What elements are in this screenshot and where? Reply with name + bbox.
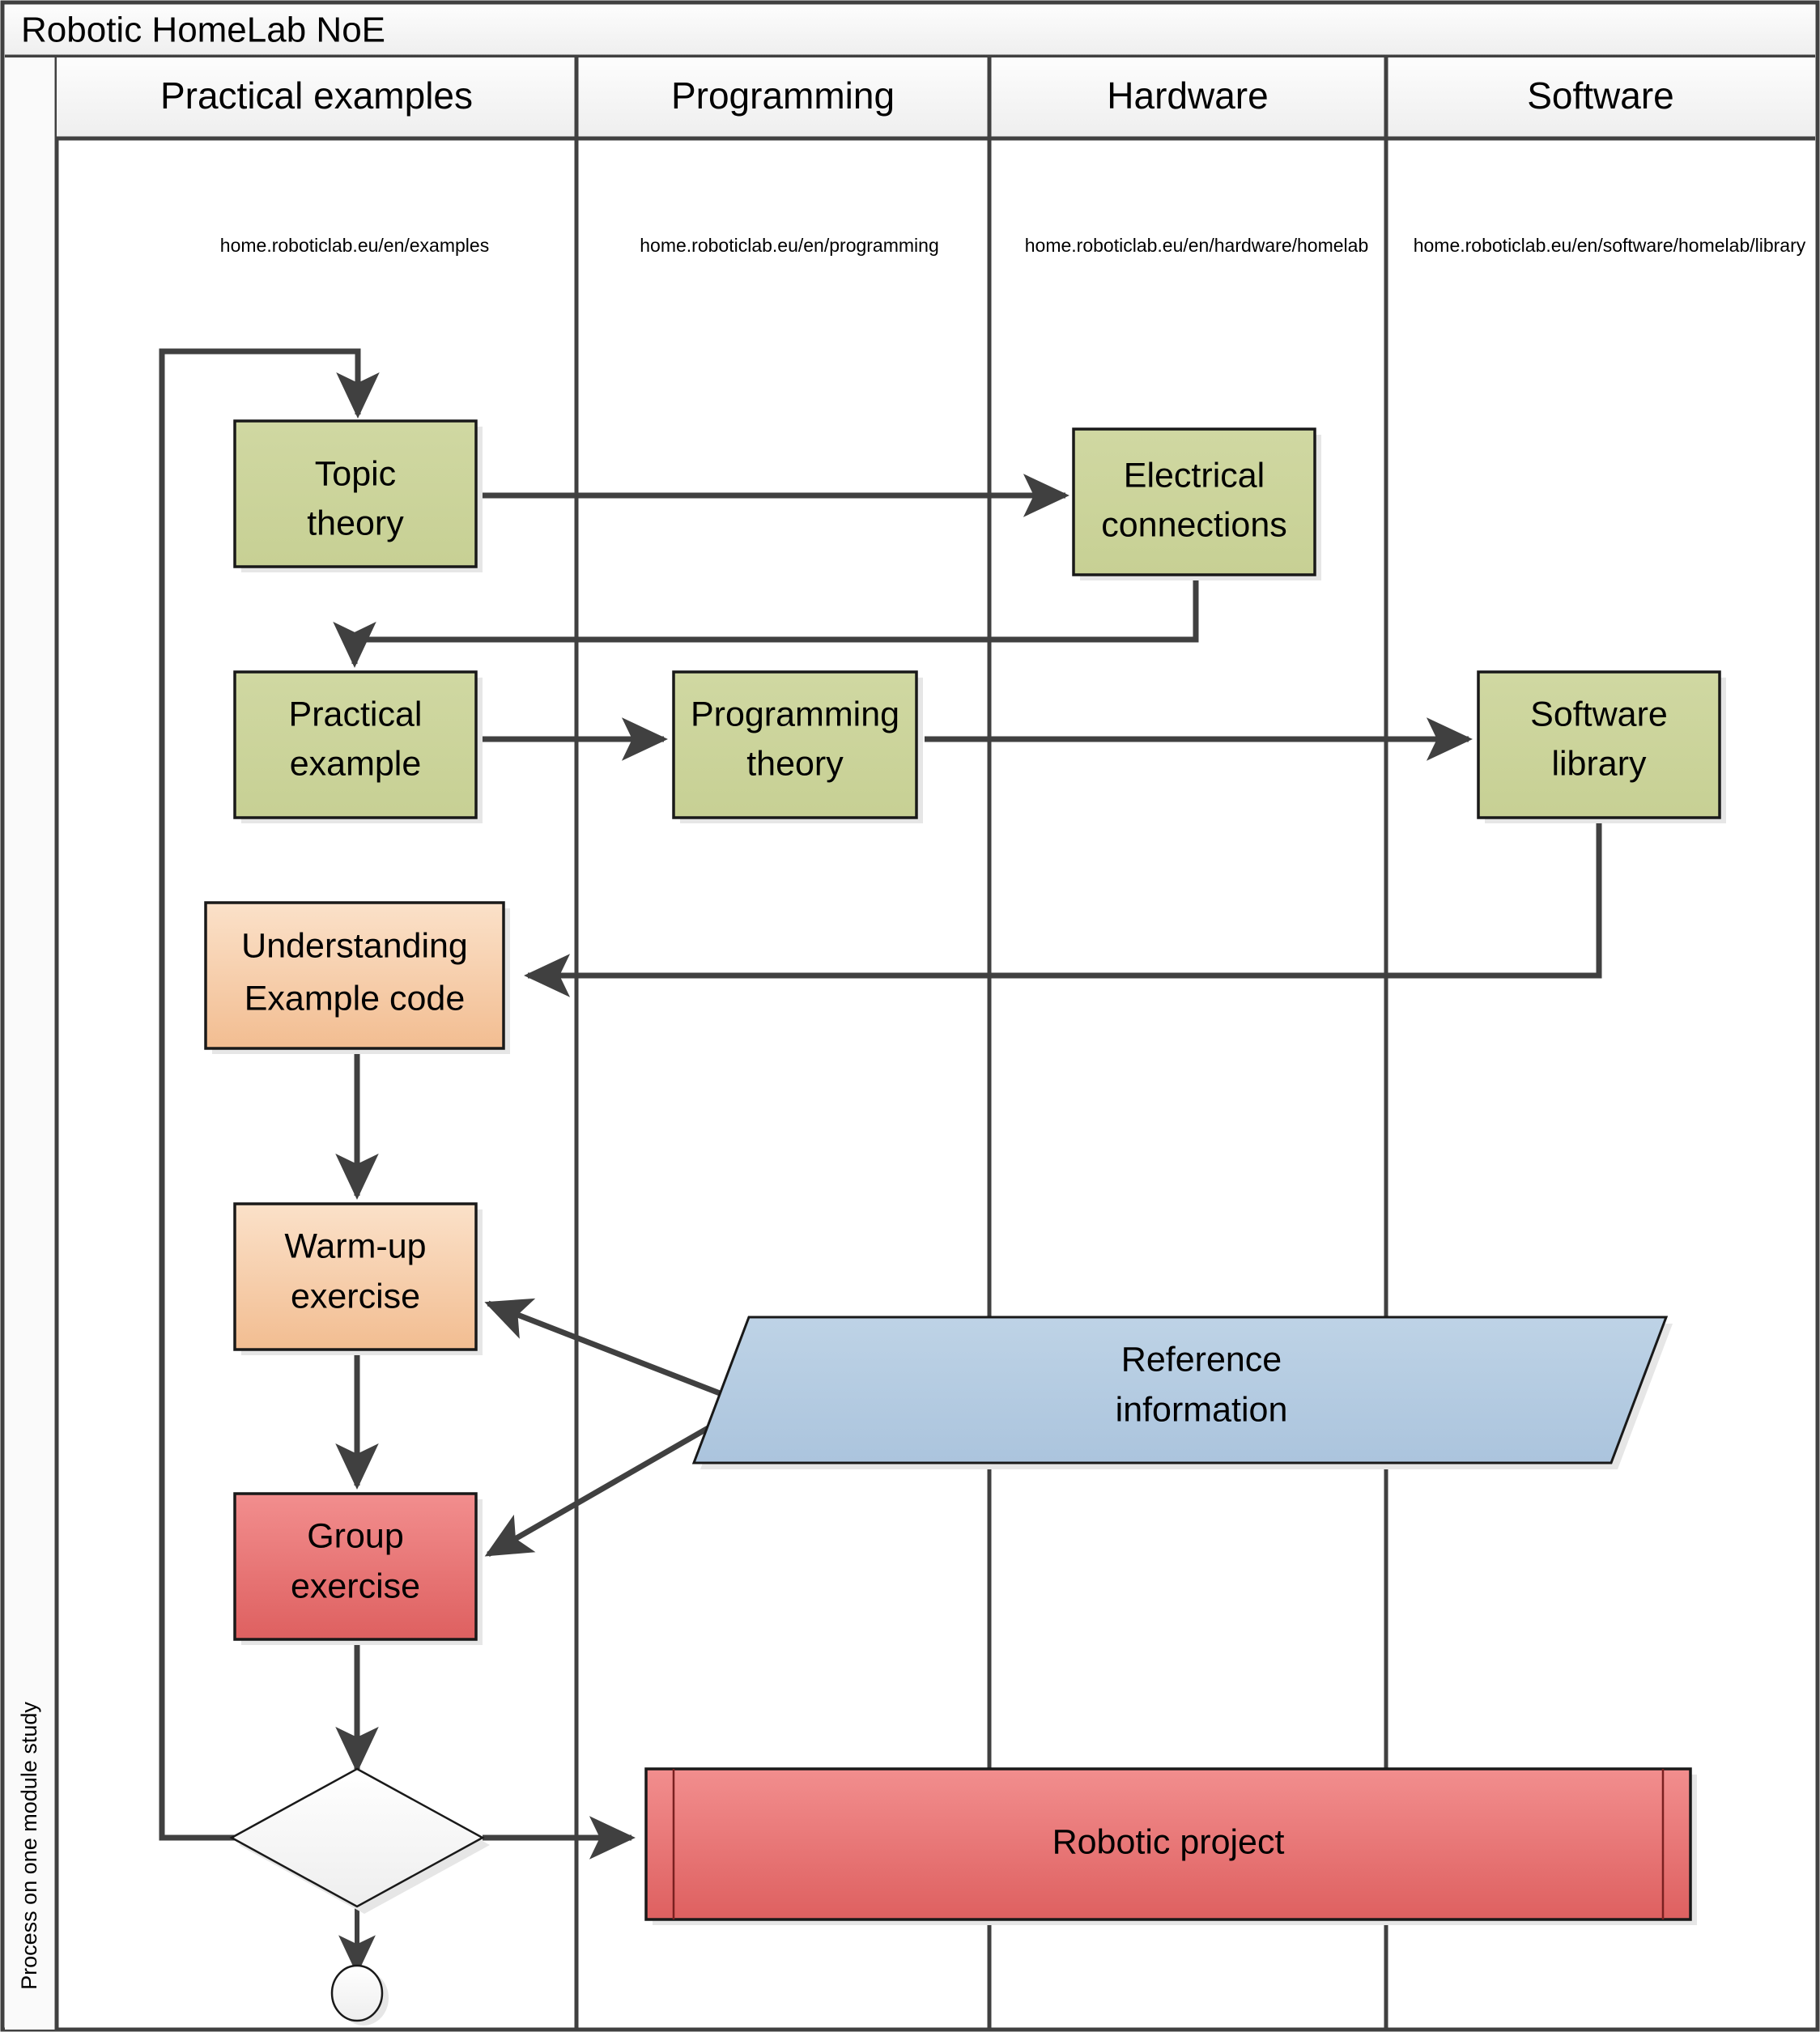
node-warm-up-exercise-label-line1: Warm-up: [284, 1226, 426, 1265]
column-url-practical-examples: home.roboticlab.eu/en/examples: [220, 235, 489, 256]
node-electrical-connections-label-line1: Electrical: [1124, 456, 1265, 495]
node-software-library-label-line2: library: [1551, 744, 1647, 783]
node-practical-example-label-line1: Practical: [289, 695, 423, 733]
node-reference-information-label-line2: information: [1116, 1390, 1288, 1429]
column-url-programming: home.roboticlab.eu/en/programming: [640, 235, 938, 256]
node-robotic-project[interactable]: [644, 1767, 1692, 1921]
node-reference-information[interactable]: [691, 1316, 1669, 1464]
edge-decision-to-topic-theory: [159, 348, 380, 1841]
column-header-hardware: Hardware: [1107, 74, 1268, 117]
node-warm-up-exercise-label-line2: exercise: [291, 1277, 420, 1316]
node-electrical-connections[interactable]: [1072, 427, 1316, 576]
swimlane-vertical-label: Process on one module study: [17, 1702, 41, 1990]
node-programming-theory-label-line1: Programming: [691, 695, 899, 733]
node-end[interactable]: [330, 1964, 384, 2022]
node-understanding-example-code-label-line2: Example code: [245, 979, 466, 1018]
node-software-library[interactable]: [1477, 670, 1721, 819]
node-electrical-connections-label-line2: connections: [1101, 505, 1287, 544]
node-topic-theory-label-line1: Topic: [315, 454, 396, 493]
node-group-exercise[interactable]: [233, 1492, 478, 1641]
column-header-software: Software: [1527, 74, 1674, 117]
node-understanding-example-code[interactable]: [204, 901, 505, 1050]
node-reference-information-label-line1: Reference: [1121, 1340, 1282, 1379]
column-header-programming: Programming: [671, 74, 895, 117]
node-group-exercise-label-line1: Group: [307, 1516, 404, 1555]
column-url-software: home.roboticlab.eu/en/software/homelab/l…: [1414, 235, 1806, 256]
node-understanding-example-code-label-line1: Understanding: [241, 926, 468, 965]
node-practical-example[interactable]: [233, 670, 478, 819]
node-software-library-label-line1: Software: [1530, 695, 1668, 733]
column-header-band: [57, 57, 1815, 138]
title-bar-bg: [5, 5, 1815, 57]
node-topic-theory[interactable]: [233, 419, 478, 568]
node-programming-theory-label-line2: theory: [746, 744, 844, 783]
edge-software-library-to-understanding-example-code: [524, 814, 1602, 997]
edge-electrical-connections-to-practical-example: [333, 567, 1199, 668]
node-robotic-project-label: Robotic project: [1052, 1822, 1285, 1861]
node-decision[interactable]: [229, 1767, 485, 1908]
node-warm-up-exercise[interactable]: [233, 1202, 478, 1351]
node-programming-theory[interactable]: [672, 670, 918, 819]
node-topic-theory-label-line2: theory: [307, 504, 404, 542]
page-title: Robotic HomeLab NoE: [21, 11, 385, 50]
node-group-exercise-label-line2: exercise: [291, 1567, 420, 1605]
column-url-hardware: home.roboticlab.eu/en/hardware/homelab: [1025, 235, 1369, 256]
edge-reference-information-to-warm-up: [484, 1298, 751, 1408]
node-practical-example-label-line2: example: [290, 744, 422, 783]
swimlane-label-strip: [5, 57, 57, 2030]
column-header-practical-examples: Practical examples: [160, 74, 473, 117]
